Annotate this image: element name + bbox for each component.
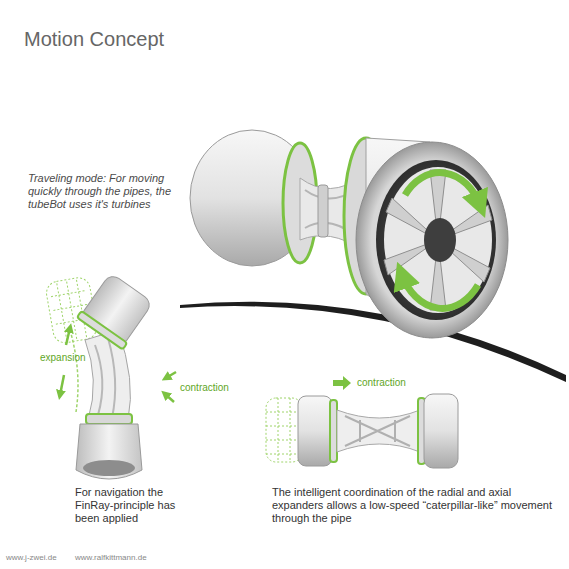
- capsule: [424, 394, 458, 468]
- mid-link: [337, 410, 420, 452]
- pipe-line: [180, 302, 566, 382]
- rotation-arrow: [402, 275, 478, 308]
- turbine-inner: [376, 160, 496, 320]
- caption-note: For navigation the FinRay-principle has …: [75, 486, 183, 525]
- mid-clamp: [318, 185, 328, 237]
- motion-label: contraction: [180, 382, 229, 394]
- title: Motion Concept: [24, 28, 164, 51]
- tubebot-caterpillar: [266, 376, 458, 468]
- turbine-hub: [424, 218, 456, 262]
- ghost-capsule: [266, 398, 302, 462]
- turbine-rim: [356, 142, 508, 338]
- contraction-arrow: [333, 376, 351, 390]
- capsule: [298, 396, 332, 466]
- motion-label: contraction: [357, 377, 406, 389]
- rotation-arrow: [405, 173, 480, 205]
- turbine-blades: [384, 170, 492, 310]
- tubebot-travel: [190, 130, 508, 338]
- expander-struts: [345, 416, 410, 446]
- motion-label: expansion: [40, 352, 86, 364]
- contraction-arrow: [166, 372, 176, 378]
- base-capsule: [76, 414, 142, 479]
- expansion-arrow: [66, 328, 70, 345]
- capsule-ring: [330, 400, 337, 462]
- watermark: www.j-zwei.de: [6, 553, 57, 563]
- turbine-face: [384, 167, 492, 313]
- mode-note: Traveling mode: For moving quickly throu…: [28, 172, 196, 211]
- head-capsule: [77, 272, 155, 350]
- contraction-arrow: [165, 394, 174, 402]
- watermark: www.ralfkittmann.de: [75, 553, 147, 563]
- expansion-arrow: [60, 375, 64, 395]
- caption-note: The intelligent coordination of the radi…: [272, 486, 564, 525]
- tubebot-navigation: [45, 272, 176, 479]
